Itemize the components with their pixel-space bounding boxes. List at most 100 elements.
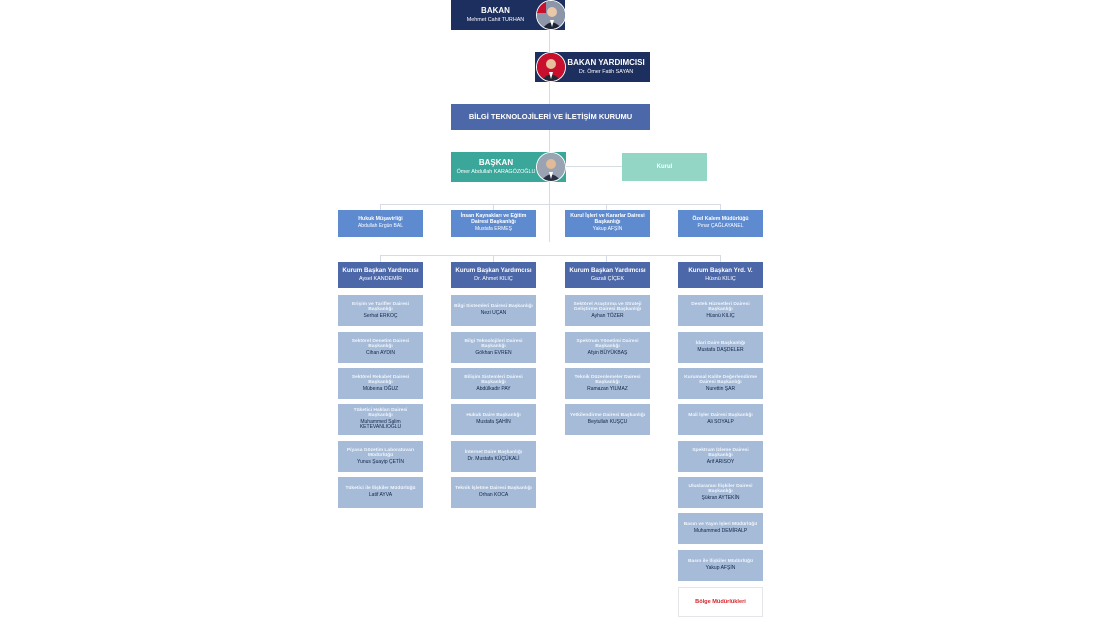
department-box[interactable]: Uluslararası İlişkiler Dairesi Başkanlığ… xyxy=(678,477,763,508)
department-box[interactable]: Hukuk Daire Başkanlığı Mustafa ŞAHİN xyxy=(451,404,536,435)
department-box[interactable]: Sektörel Araştırma ve Strateji Geliştirm… xyxy=(565,295,650,326)
department-head: Mustafa ŞAHİN xyxy=(476,418,511,425)
minister-name: Mehmet Cahit TURHAN xyxy=(466,16,525,23)
department-title: Teknik İşletme Dairesi Başkanlığı xyxy=(455,486,532,492)
department-head: Ayhan TÖZER xyxy=(591,312,624,319)
staff-unit-name: Mustafa ERMEŞ xyxy=(475,226,512,233)
connector-line xyxy=(380,255,721,256)
department-title: Bilgi Sistemleri Dairesi Başkanlığı xyxy=(454,304,533,310)
department-box[interactable]: Erişim ve Tarifler Dairesi Başkanlığı Se… xyxy=(338,295,423,326)
department-box[interactable]: Bilgi Teknolojileri Dairesi Başkanlığı G… xyxy=(451,332,536,363)
department-head: Mustafa DAŞDELER xyxy=(697,346,744,353)
department-box[interactable]: İdari Daire Başkanlığı Mustafa DAŞDELER xyxy=(678,332,763,363)
staff-unit-name: Abdullah Ergün BAL xyxy=(357,223,404,230)
department-head: Ali SOYALP xyxy=(707,418,734,425)
vice-president-box[interactable]: Kurum Başkan Yardımcısı Dr. Ahmet KILIÇ xyxy=(451,262,536,288)
board-box[interactable]: Kurul xyxy=(622,153,707,181)
president-title: BAŞKAN xyxy=(478,158,514,167)
department-box[interactable]: Sektörel Denetim Dairesi Başkanlığı Ciha… xyxy=(338,332,423,363)
vice-president-name: Dr. Ahmet KILIÇ xyxy=(474,275,513,282)
vice-president-box[interactable]: Kurum Başkan Yardımcısı Aysel KANDEMİR xyxy=(338,262,423,288)
department-title: İnternet Daire Başkanlığı xyxy=(464,450,523,456)
staff-unit-name: Pınar ÇAĞLAYANEL xyxy=(697,223,744,230)
department-head: Cihan AYDIN xyxy=(365,349,396,356)
connector-line xyxy=(493,255,494,262)
department-box[interactable]: Bilgi Sistemleri Dairesi Başkanlığı Nezi… xyxy=(451,295,536,326)
department-title: Uluslararası İlişkiler Dairesi Başkanlığ… xyxy=(688,483,753,495)
department-box[interactable]: Sektörel Rekabet Dairesi Başkanlığı Mübe… xyxy=(338,368,423,399)
department-box[interactable]: Teknik Düzenlemeler Dairesi Başkanlığı R… xyxy=(565,368,650,399)
connector-line xyxy=(380,204,721,205)
department-box[interactable]: Spektrum İzleme Dairesi Başkanlığı Arif … xyxy=(678,441,763,472)
department-title: Bilişim Sistemleri Dairesi Başkanlığı xyxy=(464,374,523,386)
department-title: Mali İşler Dairesi Başkanlığı xyxy=(688,413,753,419)
vice-president-box[interactable]: Kurum Başkan Yardımcısı Gazali ÇİÇEK xyxy=(565,262,650,288)
department-title: Tüketici Hakları Dairesi Başkanlığı xyxy=(353,407,408,419)
department-head: Orhan KOCA xyxy=(478,491,509,498)
department-title: Hukuk Daire Başkanlığı xyxy=(466,413,521,419)
department-box[interactable]: Mali İşler Dairesi Başkanlığı Ali SOYALP xyxy=(678,404,763,435)
institution-box[interactable]: BİLGİ TEKNOLOJİLERİ VE İLETİŞİM KURUMU xyxy=(451,104,650,130)
staff-unit-box[interactable]: Kurul İşleri ve Kararlar Dairesi Başkanl… xyxy=(565,210,650,237)
staff-unit-box[interactable]: Özel Kalem Müdürlüğü Pınar ÇAĞLAYANEL xyxy=(678,210,763,237)
department-head: Afşin BÜYÜKBAŞ xyxy=(587,349,628,356)
department-title: Bilgi Teknolojileri Dairesi Başkanlığı xyxy=(464,338,523,350)
department-box[interactable]: Tüketici ile İlişkiler Müdürlüğü Latif A… xyxy=(338,477,423,508)
department-title: Tüketici ile İlişkiler Müdürlüğü xyxy=(345,486,416,492)
department-head: Nezi UÇAN xyxy=(480,309,507,316)
department-box[interactable]: Teknik İşletme Dairesi Başkanlığı Orhan … xyxy=(451,477,536,508)
connector-line xyxy=(493,204,494,210)
department-head: Gökhan EVREN xyxy=(475,349,512,356)
connector-line xyxy=(549,30,550,242)
department-head: Hüsnü KILIÇ xyxy=(706,312,735,319)
department-head: Latif AYVA xyxy=(368,491,393,498)
department-title: Kurumsal Kalite Değerlendirme Dairesi Ba… xyxy=(684,374,757,386)
department-box[interactable]: Spektrum Yönetimi Dairesi Başkanlığı Afş… xyxy=(565,332,650,363)
deputy-minister-title: BAKAN YARDIMCISI xyxy=(567,58,645,67)
department-box[interactable]: Bilişim Sistemleri Dairesi Başkanlığı Ab… xyxy=(451,368,536,399)
department-head: Yakup AFŞİN xyxy=(705,564,736,571)
department-title: Piyasa Gözetim Laboratuvarı Müdürlüğü xyxy=(346,447,415,459)
connector-line xyxy=(606,204,607,210)
department-head: Şükran AYTEKİN xyxy=(701,494,740,501)
department-head: Yunus Şuayip ÇETİN xyxy=(357,458,404,465)
connector-line xyxy=(380,204,381,210)
department-box[interactable]: Destek Hizmetleri Dairesi Başkanlığı Hüs… xyxy=(678,295,763,326)
department-box[interactable]: İnternet Daire Başkanlığı Dr. Mustafa KÜ… xyxy=(451,441,536,472)
department-head: Muhammed DEMİRALP xyxy=(693,527,748,534)
person-photo-icon xyxy=(536,0,566,30)
staff-unit-title: İnsan Kaynakları ve Eğitim Dairesi Başka… xyxy=(460,213,527,226)
connector-line xyxy=(720,204,721,210)
department-box[interactable]: Basın ve Yayın İşleri Müdürlüğü Muhammed… xyxy=(678,513,763,544)
department-title: Erişim ve Tarifler Dairesi Başkanlığı xyxy=(352,301,409,313)
vice-president-box[interactable]: Kurum Başkan Yrd. V. Hüsnü KILIÇ xyxy=(678,262,763,288)
department-title: Spektrum Yönetimi Dairesi Başkanlığı xyxy=(576,338,639,350)
institution-title: BİLGİ TEKNOLOJİLERİ VE İLETİŞİM KURUMU xyxy=(468,111,633,121)
vice-president-name: Gazali ÇİÇEK xyxy=(590,275,625,282)
person-photo-icon xyxy=(536,52,566,82)
department-title: Destek Hizmetleri Dairesi Başkanlığı xyxy=(691,301,750,313)
department-box[interactable]: Yetkilendirme Dairesi Başkanlığı Beytull… xyxy=(565,404,650,435)
vice-president-name: Aysel KANDEMİR xyxy=(358,275,403,282)
department-box[interactable]: Basın ile İlişkiler Müdürlüğü Yakup AFŞİ… xyxy=(678,550,763,581)
department-box[interactable]: Kurumsal Kalite Değerlendirme Dairesi Ba… xyxy=(678,368,763,399)
department-title: Spektrum İzleme Dairesi Başkanlığı xyxy=(692,447,749,459)
department-head: Muhammed Salim KETEVANLIOĞLU xyxy=(359,418,402,431)
department-title: İdari Daire Başkanlığı xyxy=(695,341,746,347)
staff-unit-name: Yakup AFŞİN xyxy=(592,226,623,233)
department-title: Sektörel Araştırma ve Strateji Geliştirm… xyxy=(573,301,642,313)
regional-directorates-title: Bölge Müdürlükleri xyxy=(695,598,746,605)
department-head: Ramazan YILMAZ xyxy=(587,385,628,392)
vice-president-title: Kurum Başkan Yardımcısı xyxy=(342,267,419,274)
staff-unit-box[interactable]: İnsan Kaynakları ve Eğitim Dairesi Başka… xyxy=(451,210,536,237)
department-head: Arif ARISOY xyxy=(706,458,735,465)
connector-line xyxy=(606,255,607,262)
department-box[interactable]: Piyasa Gözetim Laboratuvarı Müdürlüğü Yu… xyxy=(338,441,423,472)
person-photo-icon xyxy=(536,152,566,182)
vice-president-name: Hüsnü KILIÇ xyxy=(705,275,736,282)
department-head: Nurettin ŞAR xyxy=(705,385,736,392)
regional-directorates-box[interactable]: Bölge Müdürlükleri xyxy=(678,587,763,617)
department-box[interactable]: Tüketici Hakları Dairesi Başkanlığı Muha… xyxy=(338,404,423,435)
staff-unit-box[interactable]: Hukuk Müşavirliği Abdullah Ergün BAL xyxy=(338,210,423,237)
